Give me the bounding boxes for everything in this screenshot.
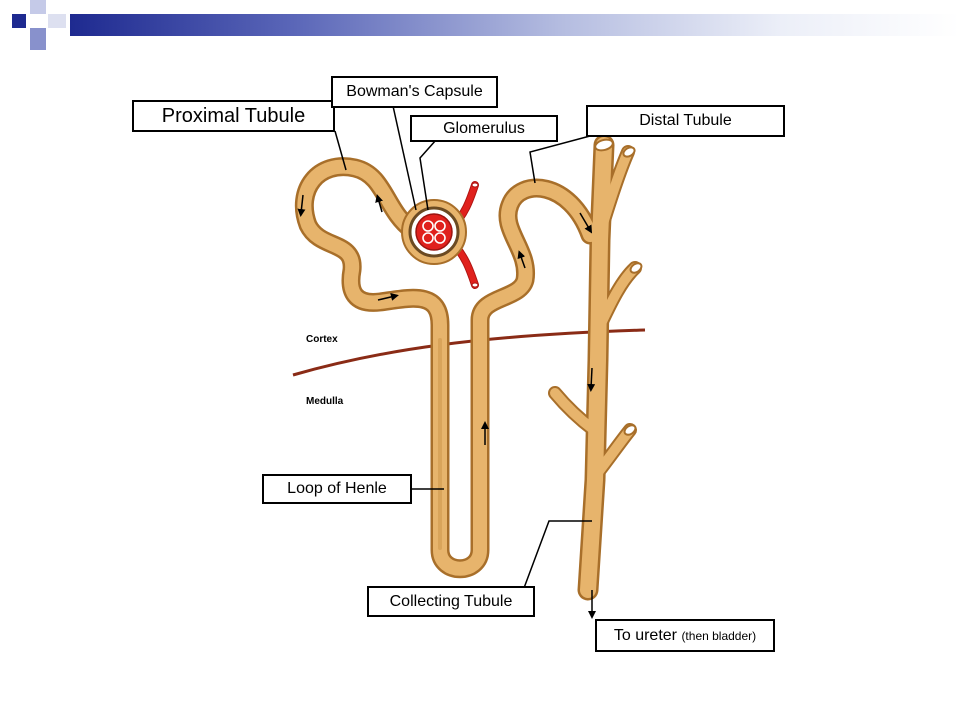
loop-of-henle-text: Loop of Henle — [287, 480, 387, 497]
flow-arrow — [375, 194, 383, 213]
medulla-label: Medulla — [306, 396, 344, 407]
slide-header — [0, 0, 960, 56]
bowmans-capsule-label: Bowman's Capsule — [331, 76, 498, 108]
header-square-mid — [30, 28, 46, 50]
leader-collecting-tubule — [523, 520, 592, 589]
proximal-tubule-label: Proximal Tubule — [132, 100, 335, 132]
flow-arrow — [517, 250, 526, 269]
loop-of-henle-label: Loop of Henle — [262, 474, 412, 504]
bowmans-capsule-text: Bowman's Capsule — [346, 83, 483, 100]
tubule-openings — [594, 138, 643, 436]
leader-distal-tubule — [529, 135, 591, 184]
header-square-light — [30, 0, 46, 14]
header-square-dark — [12, 14, 26, 28]
leader-bowmans-capsule — [392, 105, 417, 211]
flow-arrow — [587, 367, 596, 392]
header-gradient-bar — [70, 14, 960, 36]
collecting-tubule-label: Collecting Tubule — [367, 586, 535, 617]
glomerulus-label: Glomerulus — [410, 115, 558, 142]
nephron-tubule — [294, 134, 642, 601]
collecting-tubule-text: Collecting Tubule — [389, 592, 513, 610]
header-square-pale — [48, 14, 66, 28]
glomerulus-text: Glomerulus — [443, 119, 525, 137]
distal-tubule-text: Distal Tubule — [639, 112, 732, 129]
to-ureter-label: To ureter (then bladder) — [595, 619, 775, 652]
proximal-tubule-text: Proximal Tubule — [161, 104, 306, 127]
flow-arrow — [377, 293, 399, 301]
flow-arrows — [297, 194, 596, 619]
flow-arrow — [297, 194, 306, 217]
flow-arrow — [579, 212, 593, 234]
distal-tubule-label: Distal Tubule — [586, 105, 785, 137]
glomerulus — [415, 213, 453, 251]
leader-lines — [334, 105, 592, 589]
leader-proximal-tubule — [334, 130, 347, 171]
to-ureter-note: (then bladder) — [681, 628, 757, 643]
leader-glomerulus — [419, 139, 437, 211]
to-ureter-text: To ureter — [613, 626, 677, 644]
cortex-label: Cortex — [306, 334, 338, 345]
